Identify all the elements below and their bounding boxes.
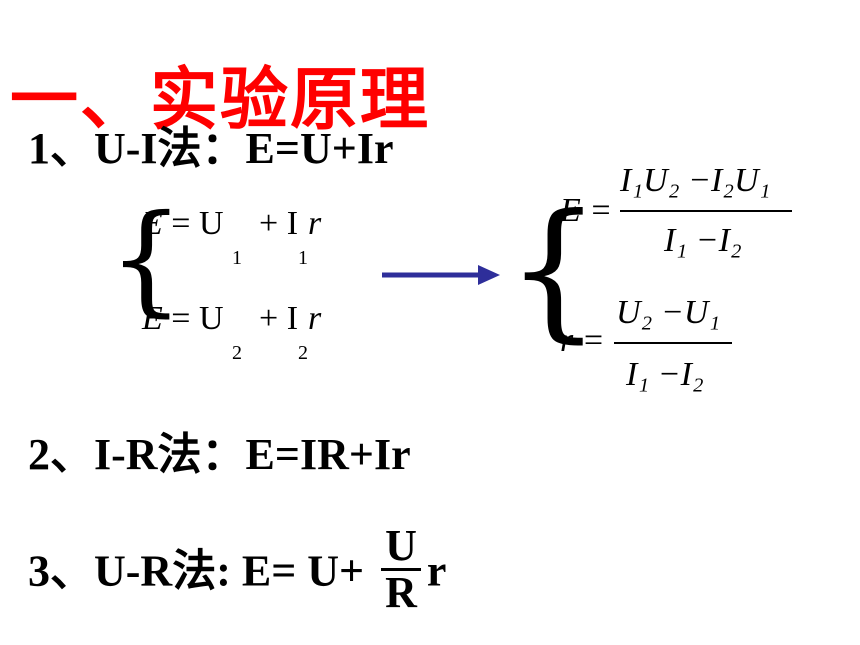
- fraction-numerator: U: [385, 521, 417, 570]
- right-arrow-icon: [382, 265, 500, 285]
- result-r-denominator: I₁ −I₂: [626, 356, 704, 393]
- method-ur-prefix: 3、U-R法: E= U+: [28, 546, 376, 596]
- method-ui: 1、U-I法：E=U+Ir: [28, 124, 394, 173]
- equation-row-1: E = U 1 + I1r: [142, 205, 322, 269]
- result-r-lhs: r =: [560, 322, 605, 359]
- result-e-fraction-line: [620, 210, 792, 212]
- left-brace: {: [108, 190, 185, 329]
- method-ur-suffix: r: [426, 546, 447, 596]
- result-e-numerator: I₁U₂ −I₂U₁: [620, 162, 771, 199]
- fraction-line: [381, 568, 421, 571]
- result-r-numerator: U₂ −U₁: [616, 294, 721, 331]
- method-ir: 2、I-R法：E=IR+Ir: [28, 430, 411, 479]
- right-brace: {: [506, 183, 602, 357]
- equation-row-2: E = U 2 + I2r: [142, 300, 322, 364]
- result-e-lhs: E =: [560, 192, 613, 229]
- result-e-denominator: I₁ −I₂: [664, 222, 742, 259]
- fraction-denominator: R: [385, 568, 417, 617]
- result-r-fraction-line: [614, 342, 732, 344]
- page-title: 一、实验原理: [10, 61, 431, 140]
